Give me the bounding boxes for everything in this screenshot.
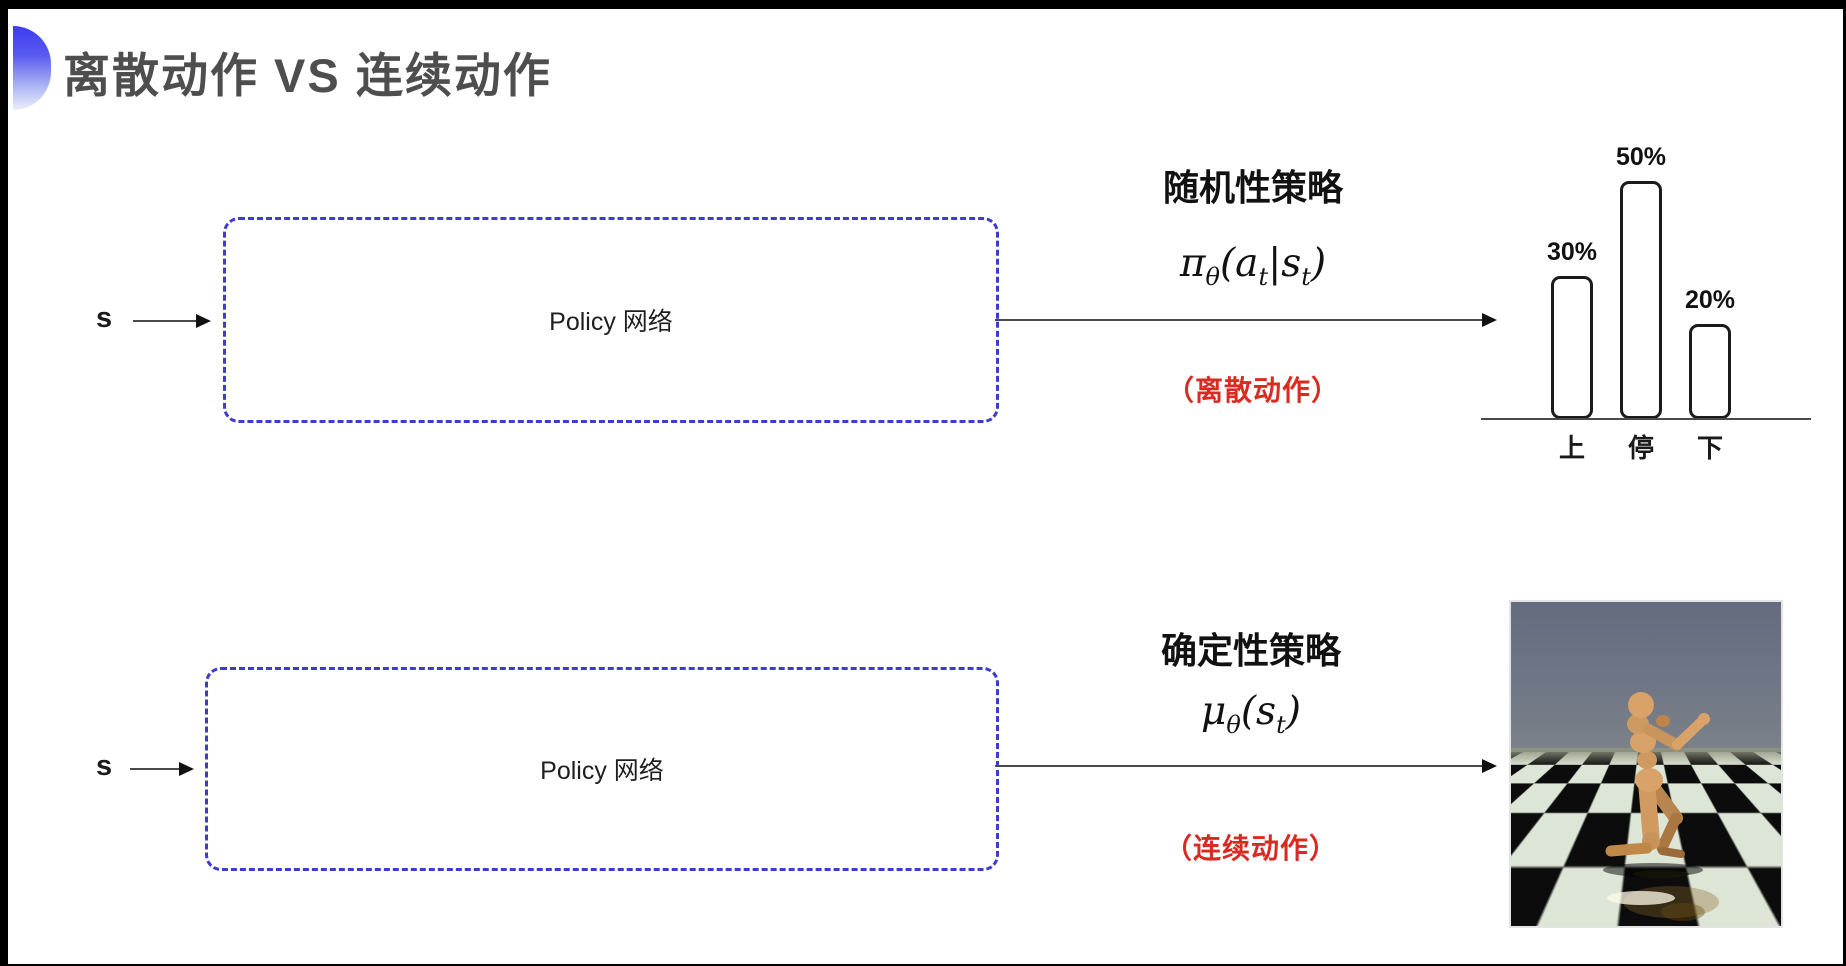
bar-category-label: 上 xyxy=(1558,433,1585,463)
humanoid-robot-figure xyxy=(1603,692,1719,921)
row1-policy-formula: πθ(at|st) xyxy=(1103,241,1403,291)
bar-value-label: 50% xyxy=(1615,143,1667,171)
bar-category-row: 上停下 xyxy=(1544,428,1738,465)
row1-policy-network-box: Policy 网络 xyxy=(223,217,999,423)
row2-policy-box-label: Policy 网络 xyxy=(540,757,664,785)
formula-bar-s: |s xyxy=(1268,241,1302,286)
row1-action-note: （离散动作） xyxy=(1165,375,1340,406)
bar xyxy=(1689,324,1731,419)
bar-axis-line xyxy=(1481,418,1811,420)
row1-policy-title: 随机性策略 xyxy=(1162,167,1343,208)
formula-theta-sub: θ xyxy=(1205,262,1220,291)
row1-state-label: s xyxy=(96,302,113,334)
formula-mu: μ xyxy=(1201,689,1227,734)
formula-t-sub2: t xyxy=(1301,262,1311,291)
bar-value-label: 30% xyxy=(1546,238,1598,266)
formula-t-sub3: t xyxy=(1276,710,1286,739)
formula-t-sub: t xyxy=(1258,262,1269,291)
row2-policy-title: 确定性策略 xyxy=(1160,630,1341,671)
row1-output-arrow xyxy=(995,319,1495,321)
row2-action-note: （连续动作） xyxy=(1163,833,1338,864)
bar-category-label: 下 xyxy=(1696,433,1723,463)
row2-policy-formula: μθ(st) xyxy=(1101,689,1401,739)
row2-input-arrow xyxy=(130,768,192,770)
formula-close2: ) xyxy=(1285,689,1301,734)
row2-state-label: s xyxy=(96,750,113,782)
formula-open-a: (a xyxy=(1219,241,1259,286)
bar-column: 20% xyxy=(1682,286,1738,419)
bar-value-label: 20% xyxy=(1684,286,1736,314)
row2-output-arrow xyxy=(995,765,1495,767)
row2-policy-network-box: Policy 网络 xyxy=(205,667,999,871)
bar-category-label: 停 xyxy=(1627,433,1654,463)
formula-open-s: (s xyxy=(1240,689,1277,734)
row1-input-arrow xyxy=(133,320,209,322)
bar-column: 30% xyxy=(1544,238,1600,419)
page-title: 离散动作 VS 连续动作 xyxy=(63,49,552,102)
title-accent-shape xyxy=(13,26,51,110)
formula-pi: π xyxy=(1179,241,1206,286)
bar xyxy=(1620,181,1662,419)
slide-page: 离散动作 VS 连续动作 s Policy 网络 随机性策略 πθ(at|st)… xyxy=(8,9,1843,964)
bar-column: 50% xyxy=(1613,143,1669,419)
formula-close: ) xyxy=(1310,241,1327,286)
row1-policy-box-label: Policy 网络 xyxy=(549,308,673,336)
humanoid-simulation-image xyxy=(1509,600,1783,928)
bar-group: 30% 50% 20% xyxy=(1544,125,1738,419)
bar xyxy=(1551,276,1593,419)
formula-theta-sub2: θ xyxy=(1226,710,1241,739)
